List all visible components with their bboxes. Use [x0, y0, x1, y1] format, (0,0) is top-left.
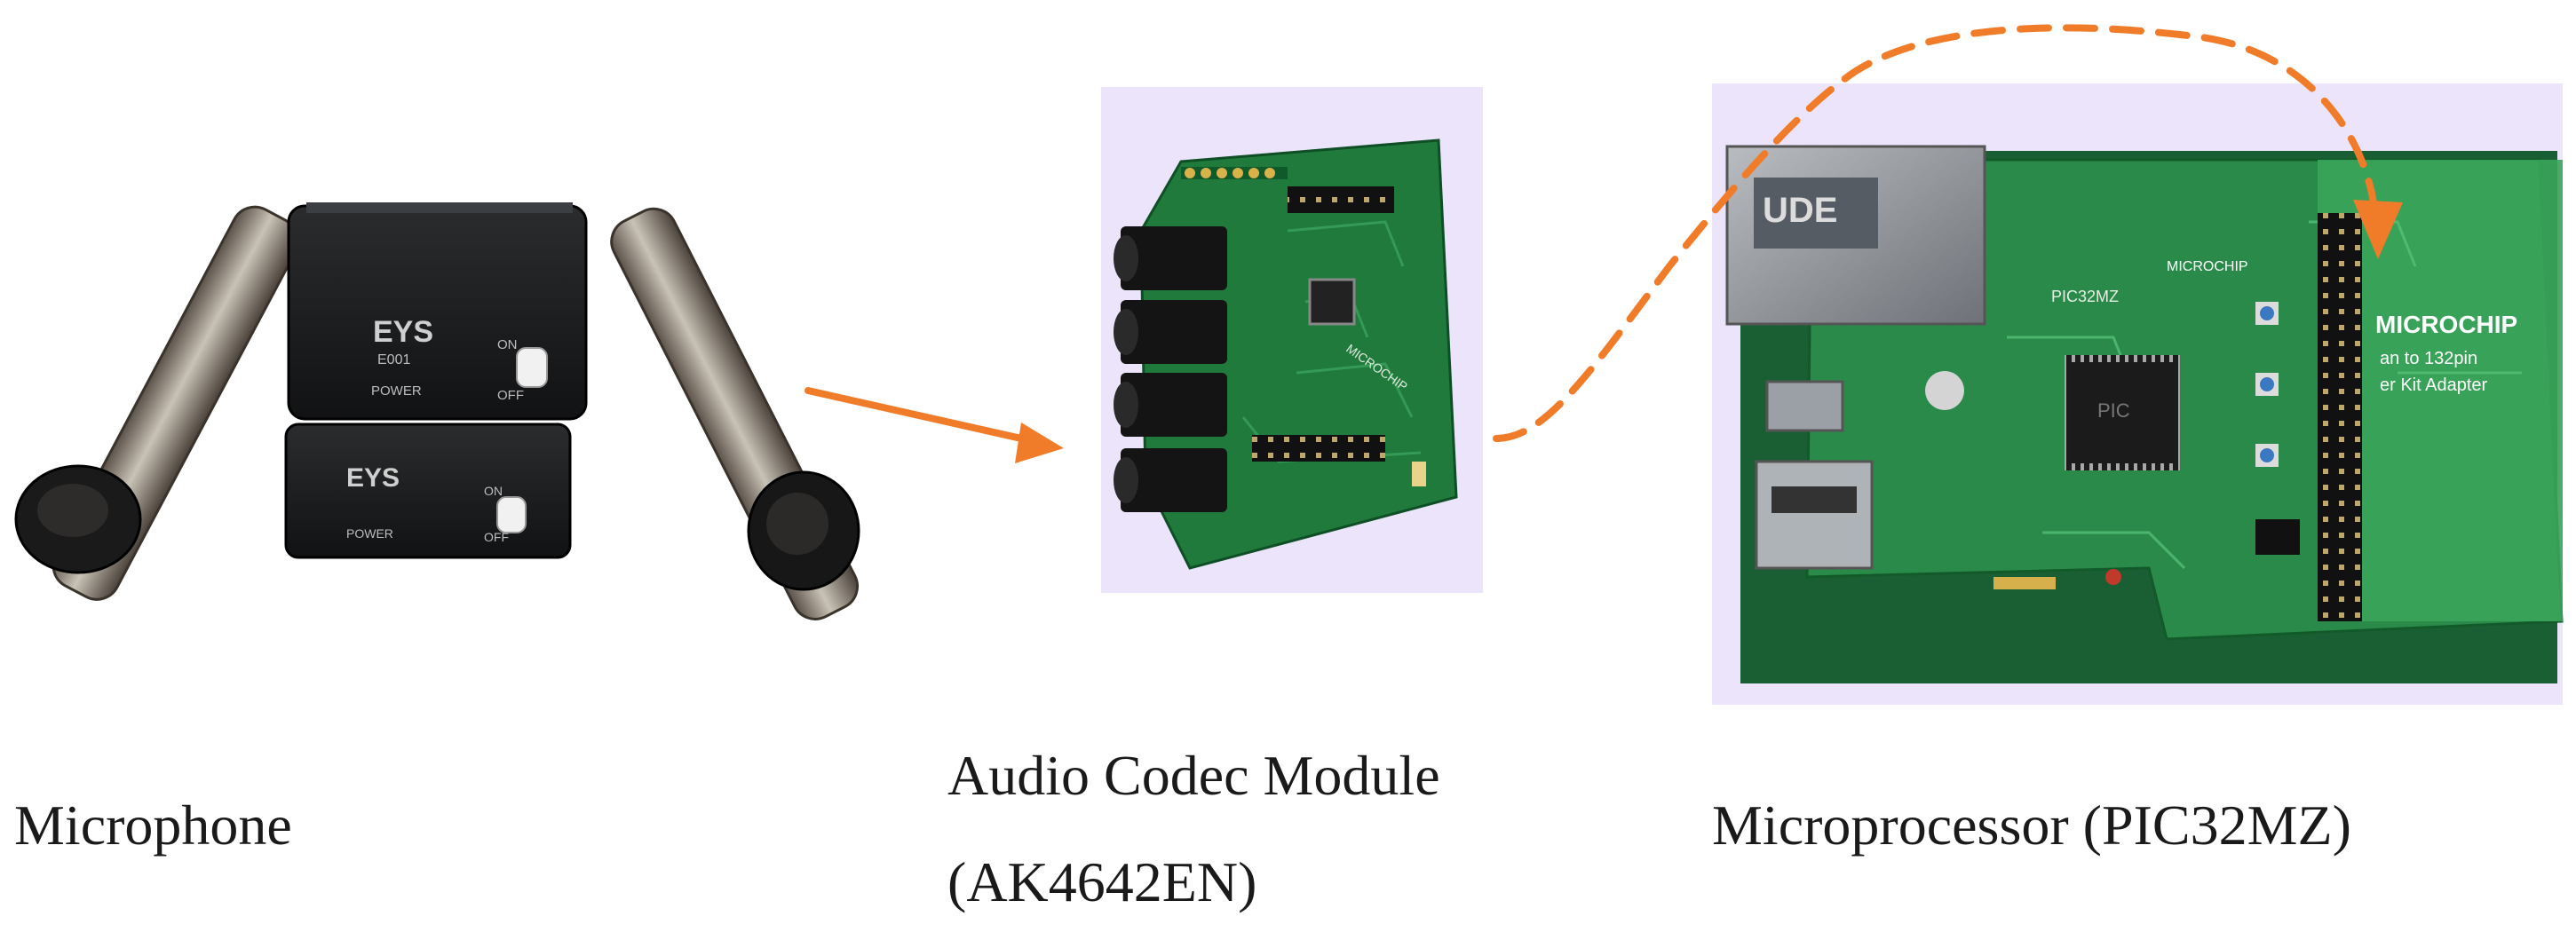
microphone-photo: EYS E001 POWER ON OFF EYS POWER ON OFF	[14, 202, 860, 620]
adapter-text-1: an to 132pin	[2380, 349, 2477, 368]
preamp-switch-off-bottom: OFF	[484, 530, 509, 544]
board-buttons	[2255, 302, 2279, 467]
preamp-switch-off-top: OFF	[497, 388, 524, 403]
preamp-switch-top	[516, 347, 548, 388]
microprocessor-photo: UDE PIC PIC32MZ MICROCHIP MICROCHIP an t…	[1712, 83, 2564, 705]
svg-text:PIC: PIC	[2097, 399, 2130, 422]
codec-label-line1: Audio Codec Module	[947, 744, 1440, 807]
preamp-box-bottom: EYS POWER ON OFF	[284, 423, 572, 559]
preamp-switch-on-bottom: ON	[484, 484, 503, 498]
preamp-switch-on-top: ON	[497, 337, 518, 352]
ethernet-jack: UDE	[1725, 145, 1986, 326]
adapter-brand-text: MICROCHIP	[2375, 311, 2517, 338]
adapter-text-2: er Kit Adapter	[2380, 375, 2488, 395]
ethernet-jack-text: UDE	[1763, 191, 1837, 230]
starter-kit-brand: MICROCHIP	[2167, 259, 2248, 274]
microphone-label: Microphone	[14, 794, 292, 857]
board-label-text: PIC32MZ	[2051, 288, 2119, 305]
right-microphone	[610, 207, 860, 620]
preamp-power-top: POWER	[371, 383, 422, 399]
codec-chip	[1308, 278, 1356, 326]
preamp-switch-bottom	[496, 496, 527, 533]
preamp-box-top: EYS E001 POWER ON OFF	[287, 202, 588, 421]
preamp-brand-bottom: EYS	[346, 463, 400, 493]
preamp-model-top: E001	[377, 352, 410, 367]
arrow-codec-to-microprocessor	[1493, 24, 2403, 442]
preamp-brand-top: EYS	[373, 315, 433, 349]
codec-photo: MICROCHIP	[1101, 87, 1483, 593]
pic32mz-chip: PIC	[2065, 355, 2180, 470]
preamp-power-bottom: POWER	[346, 526, 393, 541]
arrow-mic-to-codec	[805, 387, 1064, 463]
microprocessor-label: Microprocessor (PIC32MZ)	[1712, 794, 2351, 857]
usb-ports	[1755, 380, 1874, 570]
codec-audio-jacks	[1114, 226, 1227, 512]
left-microphone	[14, 205, 300, 601]
codec-label-line2: (AK4642EN)	[947, 850, 1257, 913]
pin-header	[2318, 213, 2362, 621]
